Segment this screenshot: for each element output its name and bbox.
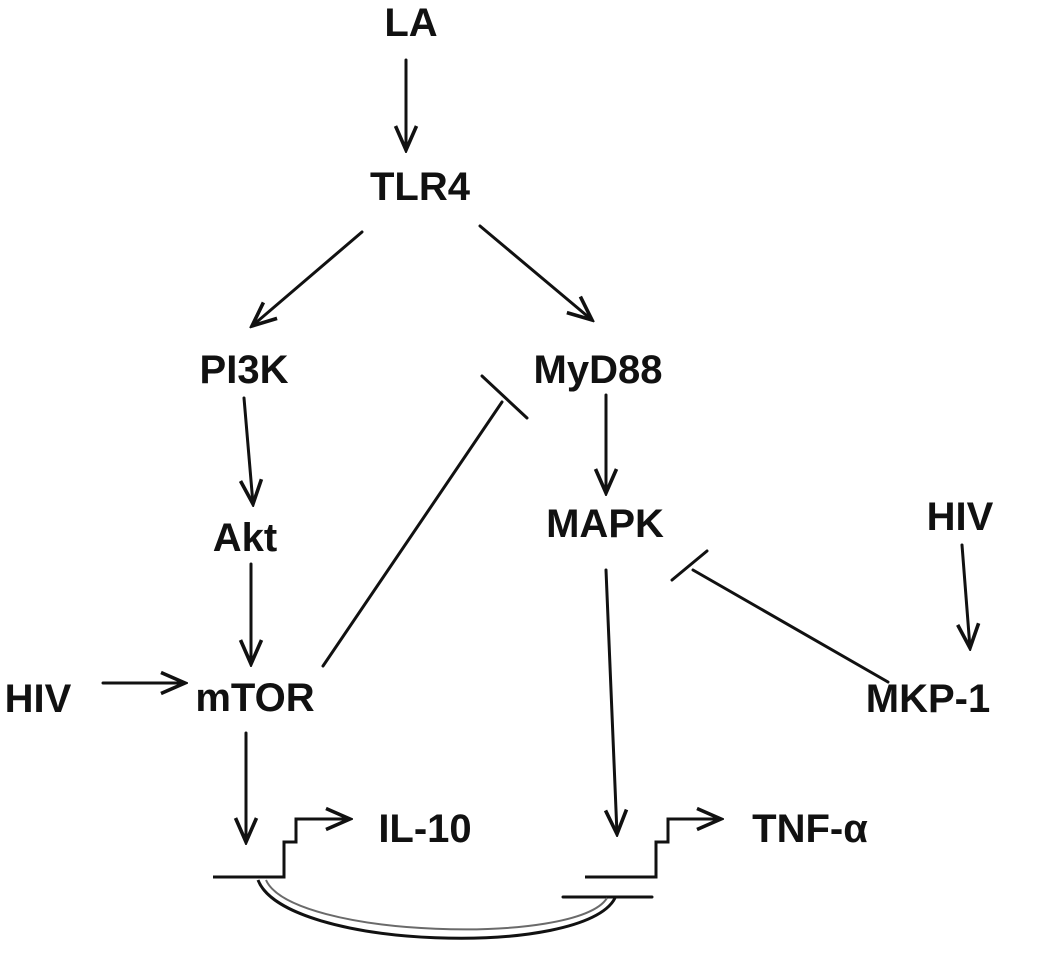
inhibit-mtor-to-myd88 (321, 374, 529, 668)
arrow-tlr4-to-pi3k (252, 230, 364, 326)
inhibit-mkp1-to-mapk (670, 549, 890, 684)
node-hiv-right: HIV (927, 495, 994, 539)
il10-promoter-symbol (213, 819, 350, 879)
il10-represses-tnfa-curve (256, 879, 617, 940)
arrow-pi3k-to-akt (244, 396, 253, 504)
node-akt: Akt (213, 516, 277, 560)
node-mtor: mTOR (195, 676, 314, 720)
node-tlr4: TLR4 (370, 165, 471, 209)
node-mkp1: MKP-1 (866, 677, 990, 721)
arrow-mapk-to-tnfa-gene (606, 568, 617, 834)
node-tnfa: TNF-α (752, 807, 868, 851)
arrow-hiv-to-mkp1 (962, 543, 970, 648)
arrow-tlr4-to-myd88 (478, 224, 592, 320)
node-myd88: MyD88 (534, 348, 663, 392)
node-pi3k: PI3K (200, 348, 289, 392)
node-mapk: MAPK (546, 502, 664, 546)
node-la: LA (384, 1, 437, 45)
tnfa-promoter-symbol (561, 819, 721, 899)
node-hiv-left: HIV (5, 677, 72, 721)
node-il10: IL-10 (378, 807, 471, 851)
